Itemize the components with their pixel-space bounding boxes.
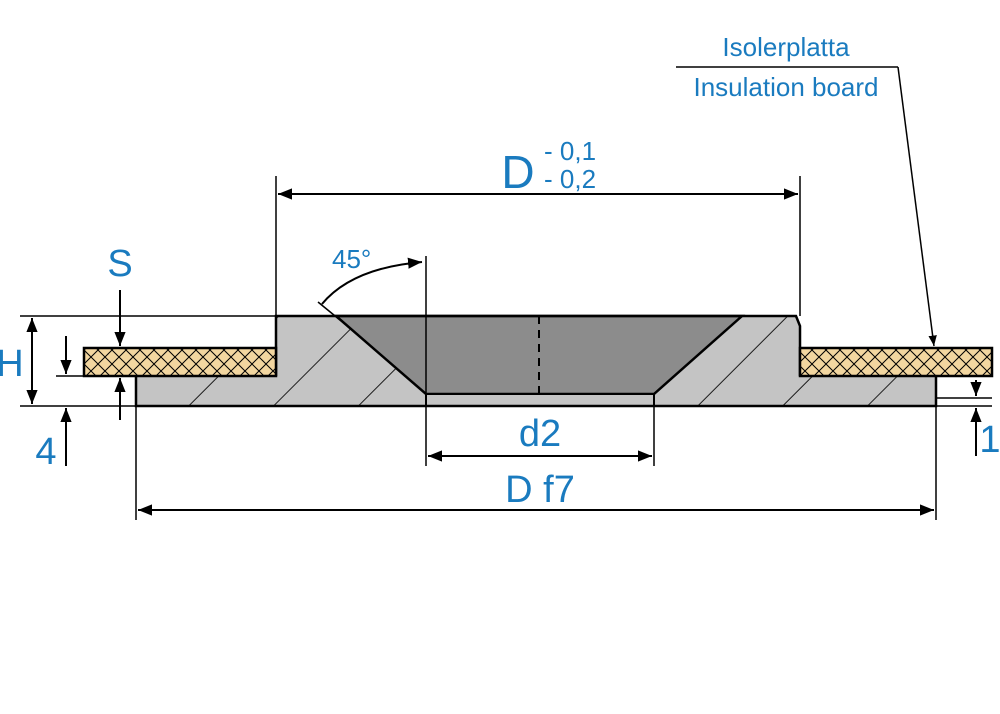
insulation-board-right [798,346,994,378]
H-label: H [0,343,24,385]
D-tolerance-upper: - 0,1 [544,136,596,166]
angle-extension [317,301,341,321]
d2-label: d2 [519,413,561,455]
insulation-leader [897,66,937,347]
D-label: D [501,146,534,198]
insulation-board-left [82,346,278,378]
insulation-label-sv: Isolerplatta [722,32,850,62]
one-label: 1 [979,419,1000,461]
angle-arc [321,257,423,305]
bottom-strip [425,393,655,407]
extension-lines [20,176,992,520]
insulation-label-en: Insulation board [693,72,878,102]
angle-label: 45° [332,244,371,274]
S-label: S [107,243,132,285]
four-label: 4 [35,431,56,473]
D-tolerance-lower: - 0,2 [544,164,596,194]
Df7-label: D f7 [505,469,575,511]
metal-outline [134,314,938,408]
